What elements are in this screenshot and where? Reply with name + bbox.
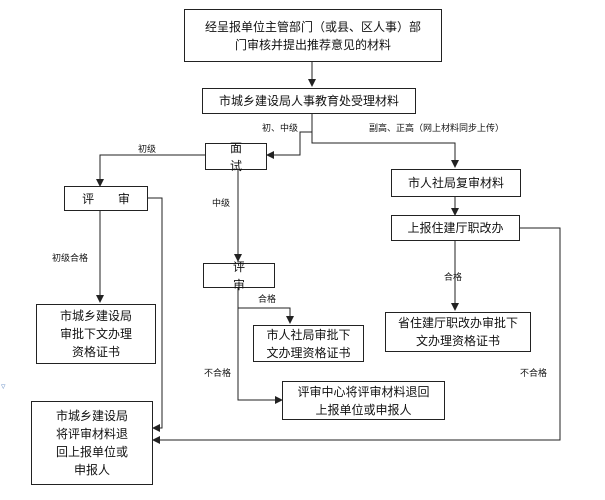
arrow-junior-review-to-city-return — [148, 197, 163, 432]
arrow-receive-to-interview — [266, 114, 313, 159]
arrow-receive-to-hr-recheck — [311, 132, 459, 168]
report-dept-node: 上报住建厅职改办 — [391, 215, 520, 241]
label-junior-pass: 初级合格 — [52, 254, 89, 264]
arrow-report-to-city-return — [152, 227, 561, 444]
hr-approve-node: 市人社局审批下 文办理资格证书 — [253, 325, 364, 362]
junior-review-node: 评 审 — [64, 186, 148, 211]
submit-materials-node: 经呈报单位主管部门（或县、区人事）部 门审核并提出推荐意见的材料 — [184, 9, 442, 62]
arrow-middle-review-to-center-return — [237, 308, 283, 404]
center-return-node: 评审中心将评审材料退回 上报单位或申报人 — [282, 381, 445, 420]
middle-review-node: 评 审 — [203, 260, 275, 292]
hr-recheck-node: 市人社局复审材料 — [391, 169, 521, 197]
label-junior-middle: 初、中级 — [262, 124, 299, 134]
city-return-node: 市城乡建设局 将评审材料退 回上报单位或 申报人 — [31, 401, 153, 485]
label-pass-middle: 合格 — [258, 295, 277, 305]
label-junior: 初级 — [138, 145, 157, 155]
small-blue-mark-icon: ▿ — [1, 382, 6, 392]
city-receive-node: 市城乡建设局人事教育处受理材料 — [202, 88, 416, 114]
interview-node: 面 试 — [205, 141, 267, 173]
arrow-middle-review-to-hr-approve — [237, 288, 294, 324]
label-senior: 副高、正高（网上材料同步上传） — [369, 124, 505, 134]
city-approve-junior-node: 市城乡建设局 审批下文办理 资格证书 — [36, 304, 156, 364]
dept-approve-node: 省住建厅职改办审批下 文办理资格证书 — [385, 312, 531, 352]
label-middle: 中级 — [212, 199, 231, 209]
label-fail-senior: 不合格 — [520, 369, 548, 379]
arrow-interview-to-junior-review — [96, 154, 205, 187]
label-fail-middle: 不合格 — [204, 369, 232, 379]
label-pass-senior: 合格 — [444, 273, 463, 283]
